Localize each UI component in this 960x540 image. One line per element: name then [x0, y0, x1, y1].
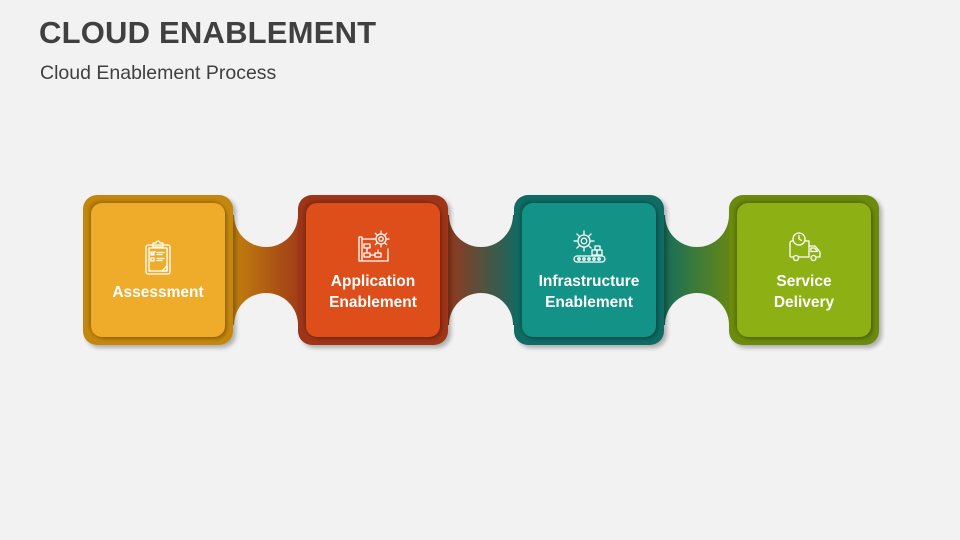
connector-2 [441, 215, 521, 325]
step-label: Infrastructure Enablement [538, 273, 640, 311]
step-label: Application Enablement [329, 273, 417, 311]
connector-1 [226, 215, 306, 325]
blueprint-gear-icon [353, 227, 393, 267]
step-label: Service Delivery [773, 273, 835, 311]
step-card-infrastructure-enablement: Infrastructure Enablement [514, 195, 664, 345]
delivery-truck-clock-icon [784, 227, 824, 267]
step-card-assessment: Assessment [83, 195, 233, 345]
step-label: Assessment [112, 283, 204, 301]
step-card-application-enablement: Application Enablement [298, 195, 448, 345]
connector-3 [657, 215, 737, 325]
step-card-service-delivery: Service Delivery [729, 195, 879, 345]
page-title: CLOUD ENABLEMENT [39, 15, 377, 50]
clipboard-checklist-icon [138, 238, 178, 278]
page-subtitle: Cloud Enablement Process [40, 62, 277, 84]
step-card-inner: Assessment [91, 203, 225, 337]
step-card-inner: Infrastructure Enablement [522, 203, 656, 337]
gear-conveyor-icon [569, 227, 609, 267]
step-card-inner: Service Delivery [737, 203, 871, 337]
step-card-inner: Application Enablement [306, 203, 440, 337]
